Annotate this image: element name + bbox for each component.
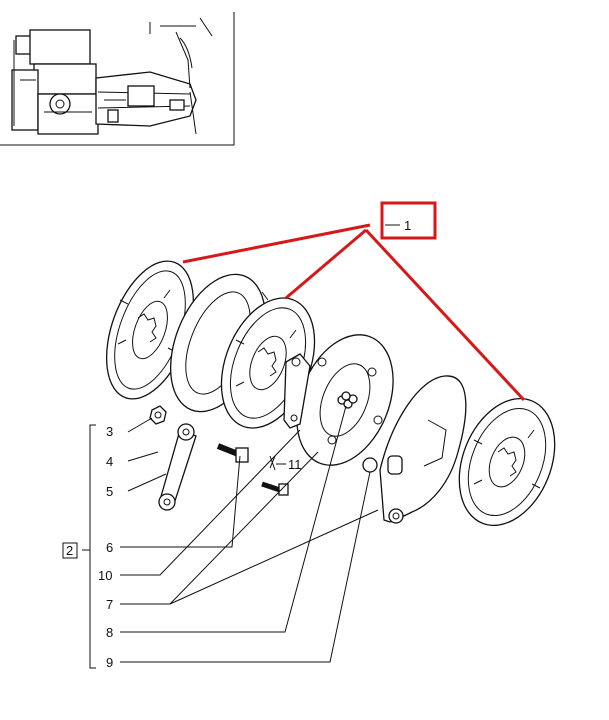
leader-lines bbox=[120, 405, 379, 663]
location-inset bbox=[0, 12, 235, 146]
label-part-10: 10 bbox=[98, 568, 112, 583]
backing-plate bbox=[379, 375, 467, 524]
friction-disc-right bbox=[458, 397, 556, 527]
brake-lever-arm bbox=[283, 353, 311, 429]
link-rod bbox=[158, 423, 197, 511]
label-part-8: 8 bbox=[106, 625, 113, 640]
label-part-1: 1 bbox=[404, 218, 411, 233]
bolt-lower bbox=[261, 481, 289, 496]
part-labels: 1 2 3 4 5 6 10 7 8 9 11 bbox=[62, 218, 411, 670]
nut bbox=[149, 405, 167, 425]
label-part-9: 9 bbox=[106, 655, 113, 670]
label-part-7: 7 bbox=[106, 597, 113, 612]
highlight-callout bbox=[182, 201, 526, 402]
split-pin bbox=[269, 455, 276, 471]
label-part-3: 3 bbox=[106, 424, 113, 439]
inset-transmission-drawing bbox=[11, 17, 213, 135]
label-part-6: 6 bbox=[106, 540, 113, 555]
actuator-plate bbox=[296, 334, 394, 473]
ball-cluster bbox=[337, 391, 358, 409]
bolt-upper bbox=[216, 443, 249, 463]
label-part-2: 2 bbox=[66, 543, 73, 558]
label-box-part-2 bbox=[62, 542, 78, 559]
label-part-11: 11 bbox=[288, 457, 302, 472]
label-part-5: 5 bbox=[106, 484, 113, 499]
label-part-4: 4 bbox=[106, 454, 113, 469]
ball bbox=[362, 457, 378, 473]
group-bracket bbox=[82, 424, 96, 669]
